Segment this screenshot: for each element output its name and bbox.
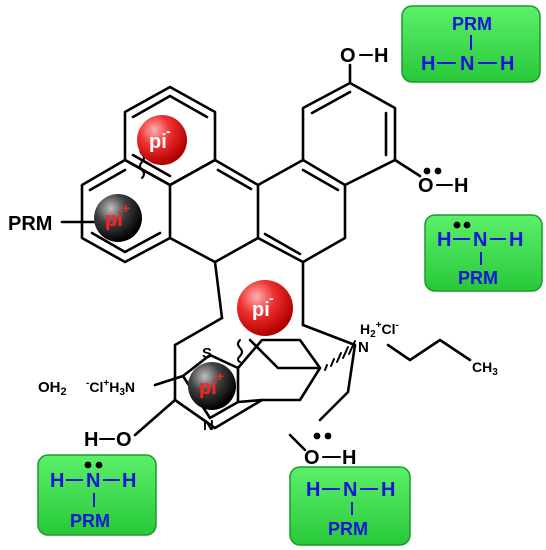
- svg-text:H: H: [342, 447, 356, 469]
- svg-text:O: O: [116, 429, 132, 451]
- svg-text:N: N: [86, 470, 100, 492]
- svg-text:N: N: [460, 53, 474, 75]
- svg-text:pi: pi: [199, 377, 217, 399]
- svg-text:+: +: [122, 200, 130, 216]
- svg-text:H: H: [306, 479, 320, 501]
- svg-text:CH3: CH3: [472, 359, 498, 378]
- svg-text:PRM: PRM: [458, 268, 498, 288]
- amine-box-mid-right: H N H PRM: [424, 214, 543, 292]
- pi-minus-sphere-top: pi -: [137, 115, 187, 165]
- svg-text:OH2: OH2: [38, 379, 67, 398]
- atom-labels: PRM O H O H H O O H OH2 -Cl+H3N S N H2+C…: [8, 45, 498, 469]
- svg-text:H: H: [381, 479, 395, 501]
- svg-text:pi: pi: [149, 131, 167, 153]
- svg-text:-Cl+H3N: -Cl+H3N: [86, 378, 135, 398]
- svg-text:H: H: [50, 470, 64, 492]
- svg-text:N: N: [343, 479, 357, 501]
- svg-text:PRM: PRM: [328, 519, 368, 539]
- pi-plus-sphere-left: pi +: [94, 194, 142, 242]
- svg-text:PRM: PRM: [452, 14, 492, 34]
- pi-plus-sphere-bottom: pi +: [188, 362, 236, 410]
- svg-text:O: O: [418, 175, 434, 197]
- svg-text:S: S: [202, 345, 212, 362]
- amine-box-bottom-right: H N H PRM: [289, 466, 411, 546]
- svg-text:pi: pi: [252, 299, 270, 321]
- prm-left-label: PRM: [8, 213, 52, 235]
- svg-text:H: H: [509, 229, 523, 251]
- svg-text:N: N: [203, 417, 214, 434]
- svg-text:pi: pi: [105, 209, 123, 231]
- amine-box-top-right: PRM H N H: [401, 5, 541, 83]
- svg-text:N: N: [473, 229, 487, 251]
- svg-text:H: H: [500, 53, 514, 75]
- pi-minus-sphere-mid: pi -: [237, 280, 293, 336]
- svg-text:O: O: [340, 45, 356, 67]
- svg-text:H: H: [421, 53, 435, 75]
- svg-text:H: H: [122, 470, 136, 492]
- svg-text:H: H: [84, 429, 98, 451]
- svg-text:N: N: [358, 339, 369, 356]
- svg-text:H: H: [454, 175, 468, 197]
- hashed-bond: [324, 340, 356, 371]
- amine-box-bottom-left: H N H PRM: [37, 454, 157, 536]
- svg-text:-: -: [269, 290, 274, 306]
- svg-text:H2+Cl-: H2+Cl-: [360, 320, 399, 340]
- svg-text:PRM: PRM: [70, 511, 110, 531]
- svg-text:-: -: [166, 123, 171, 139]
- svg-text:+: +: [216, 368, 224, 384]
- svg-text:H: H: [437, 229, 451, 251]
- svg-text:O: O: [304, 447, 320, 469]
- svg-text:H: H: [374, 45, 388, 67]
